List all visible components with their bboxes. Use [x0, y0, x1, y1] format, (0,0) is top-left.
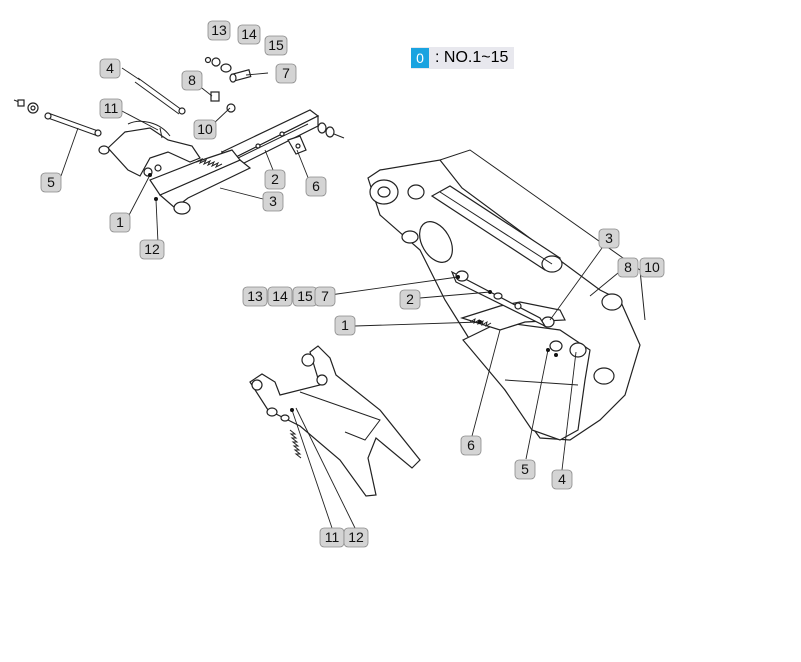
callout-a-15: 15: [264, 35, 288, 56]
svg-text:6: 6: [467, 437, 475, 453]
bolt-washer-set: [204, 56, 232, 73]
callout-b-7: 7: [314, 286, 336, 307]
svg-text:14: 14: [272, 288, 288, 304]
callout-b-1: 1: [334, 315, 356, 336]
callout-a-11: 11: [99, 98, 123, 119]
callout-b-10: 10: [639, 257, 665, 278]
callout-a-10: 10: [193, 119, 217, 140]
thumb-standalone: [249, 345, 421, 529]
callout-b-15: 15: [292, 286, 318, 307]
svg-text:10: 10: [197, 121, 213, 137]
svg-text:13: 13: [211, 22, 227, 38]
svg-text:4: 4: [558, 471, 566, 487]
leaders-b: [329, 247, 619, 471]
callout-b-8: 8: [617, 257, 639, 278]
svg-text:8: 8: [624, 259, 632, 275]
svg-text:15: 15: [297, 288, 313, 304]
svg-text:4: 4: [106, 60, 114, 76]
callout-a-1: 1: [109, 212, 131, 233]
clip-and-washer: [210, 91, 236, 113]
svg-text:7: 7: [282, 65, 290, 81]
callout-a-2: 2: [264, 169, 286, 190]
callout-c-12: 12: [343, 527, 369, 548]
parts-legend: 0 : NO.1~15: [411, 47, 515, 69]
pin-small: [229, 69, 252, 83]
svg-text:7: 7: [321, 288, 329, 304]
pin-long: [44, 112, 102, 137]
jaw-arm: [149, 149, 252, 215]
hydraulic-cylinder: [430, 185, 563, 273]
callout-b-13: 13: [242, 286, 268, 307]
callout-b-5: 5: [514, 459, 536, 480]
callout-a-4: 4: [99, 58, 121, 79]
svg-text:8: 8: [188, 72, 196, 88]
svg-text:14: 14: [241, 26, 257, 42]
callout-b-4: 4: [551, 469, 573, 490]
svg-text:6: 6: [312, 178, 320, 194]
svg-text:11: 11: [104, 100, 119, 116]
svg-text:1: 1: [341, 317, 349, 333]
callout-a-6: 6: [305, 176, 327, 197]
callout-a-13: 13: [207, 20, 231, 41]
svg-text:1: 1: [116, 214, 124, 230]
callout-a-3: 3: [262, 191, 284, 212]
svg-text:5: 5: [47, 174, 55, 190]
bolt-left: [13, 99, 39, 114]
callout-labels: 13 14 15 4 8 7 11 10 5 2 6 3 1 12 3 8 10…: [40, 20, 665, 548]
callout-a-7: 7: [275, 63, 297, 84]
callout-a-5: 5: [40, 172, 62, 193]
svg-text:12: 12: [348, 529, 364, 545]
callout-a-14: 14: [237, 24, 261, 45]
callout-b-14: 14: [267, 286, 293, 307]
pin-upper: [134, 77, 186, 115]
svg-text:5: 5: [521, 461, 529, 477]
svg-text:12: 12: [144, 241, 160, 257]
svg-text:3: 3: [269, 193, 277, 209]
callout-c-11: 11: [319, 527, 345, 548]
bolt-right: [317, 122, 345, 139]
svg-text:15: 15: [268, 37, 284, 53]
callout-a-8: 8: [181, 70, 203, 91]
callout-b-3: 3: [598, 228, 620, 249]
svg-text:2: 2: [406, 291, 414, 307]
legend-text: : NO.1~15: [435, 49, 509, 66]
plate-6: [287, 135, 307, 155]
legend-swatch: 0: [411, 48, 429, 68]
exploded-assembly: [13, 56, 345, 244]
arm-assembly: [329, 149, 646, 471]
callout-a-12: 12: [139, 239, 165, 260]
callout-b-6: 6: [460, 435, 482, 456]
svg-text:13: 13: [247, 288, 263, 304]
svg-text:2: 2: [271, 171, 279, 187]
svg-text:3: 3: [605, 230, 613, 246]
callout-b-2: 2: [399, 289, 421, 310]
svg-text:11: 11: [325, 529, 340, 545]
svg-text:10: 10: [644, 259, 660, 275]
